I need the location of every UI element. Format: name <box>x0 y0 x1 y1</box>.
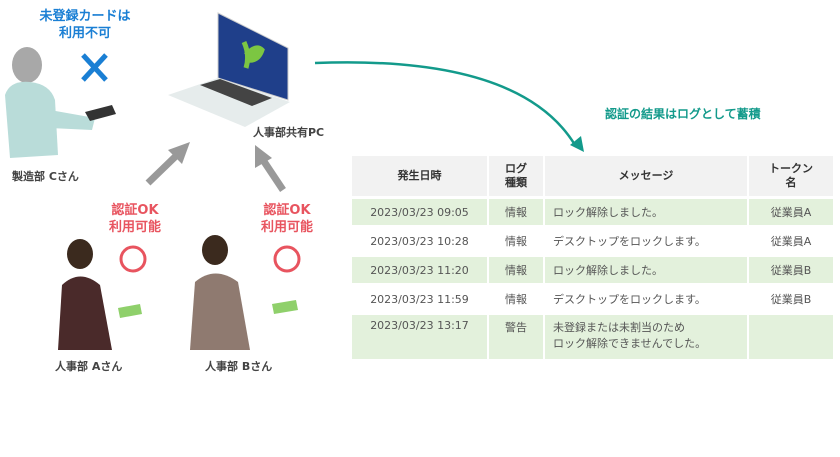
laptop-icon <box>168 12 290 127</box>
person-c-figure <box>5 47 116 158</box>
ok-circle-icon <box>273 245 301 273</box>
cell-date: 2023/03/23 13:17 <box>352 315 487 359</box>
auth-ok-b: 認証OK 利用可能 <box>252 202 322 236</box>
cell-date: 2023/03/23 10:28 <box>370 234 469 248</box>
person-b-figure <box>190 235 298 350</box>
cell-message: ロック解除しました。 <box>545 199 747 225</box>
person-a-label: 人事部 Aさん <box>55 360 123 373</box>
auth-ok-line2: 利用可能 <box>260 220 313 235</box>
cell-date: 2023/03/23 11:20 <box>352 257 487 283</box>
person-a-figure <box>58 239 142 350</box>
unregistered-note: 未登録カードは 利用不可 <box>30 8 140 42</box>
column-header: メッセージ <box>545 156 747 196</box>
arrow-b-to-pc <box>255 145 286 192</box>
person-b-label: 人事部 Bさん <box>205 360 273 373</box>
cell-date: 2023/03/23 11:59 <box>370 292 469 306</box>
cell-token: 従業員B <box>749 257 833 283</box>
cell-token: 従業員A <box>749 199 833 225</box>
person-c-label: 製造部 Cさん <box>12 170 79 183</box>
arrow-a-to-pc <box>145 142 190 186</box>
cell-type: 情報 <box>489 257 543 283</box>
log-arrow <box>314 61 584 152</box>
column-header: 発生日時 <box>352 156 487 196</box>
table-row: 2023/03/23 10:28 情報 デスクトップをロックします。 従業員A <box>352 228 833 254</box>
note-line2: 利用不可 <box>58 26 111 41</box>
auth-ok-line1: 認証OK <box>111 203 159 218</box>
auth-ok-line1: 認証OK <box>263 203 311 218</box>
cell-message: ロック解除しました。 <box>545 257 747 283</box>
cell-type: 情報 <box>489 199 543 225</box>
log-caption: 認証の結果はログとして蓄積 <box>605 107 761 121</box>
cell-token <box>749 315 833 359</box>
cell-date: 2023/03/23 09:05 <box>352 199 487 225</box>
auth-ok-a: 認証OK 利用可能 <box>100 202 170 236</box>
shared-pc-label: 人事部共有PC <box>253 126 325 139</box>
cell-message: 未登録または未割当のためロック解除できませんでした。 <box>545 315 747 359</box>
cell-token: 従業員A <box>770 235 812 248</box>
cross-icon <box>81 53 108 82</box>
column-header: ログ種類 <box>489 156 543 196</box>
cell-type: 情報 <box>505 293 527 306</box>
cell-type: 警告 <box>489 315 543 359</box>
note-line1: 未登録カードは <box>39 9 131 24</box>
table-row: 2023/03/23 11:59 情報 デスクトップをロックします。 従業員B <box>352 286 833 312</box>
column-header: トークン名 <box>749 156 833 196</box>
auth-ok-line2: 利用可能 <box>108 220 161 235</box>
ok-circle-icon <box>119 245 147 273</box>
cell-message: デスクトップをロックします。 <box>553 293 706 306</box>
cell-token: 従業員B <box>770 293 812 306</box>
cell-message: デスクトップをロックします。 <box>553 235 706 248</box>
cell-type: 情報 <box>505 235 527 248</box>
